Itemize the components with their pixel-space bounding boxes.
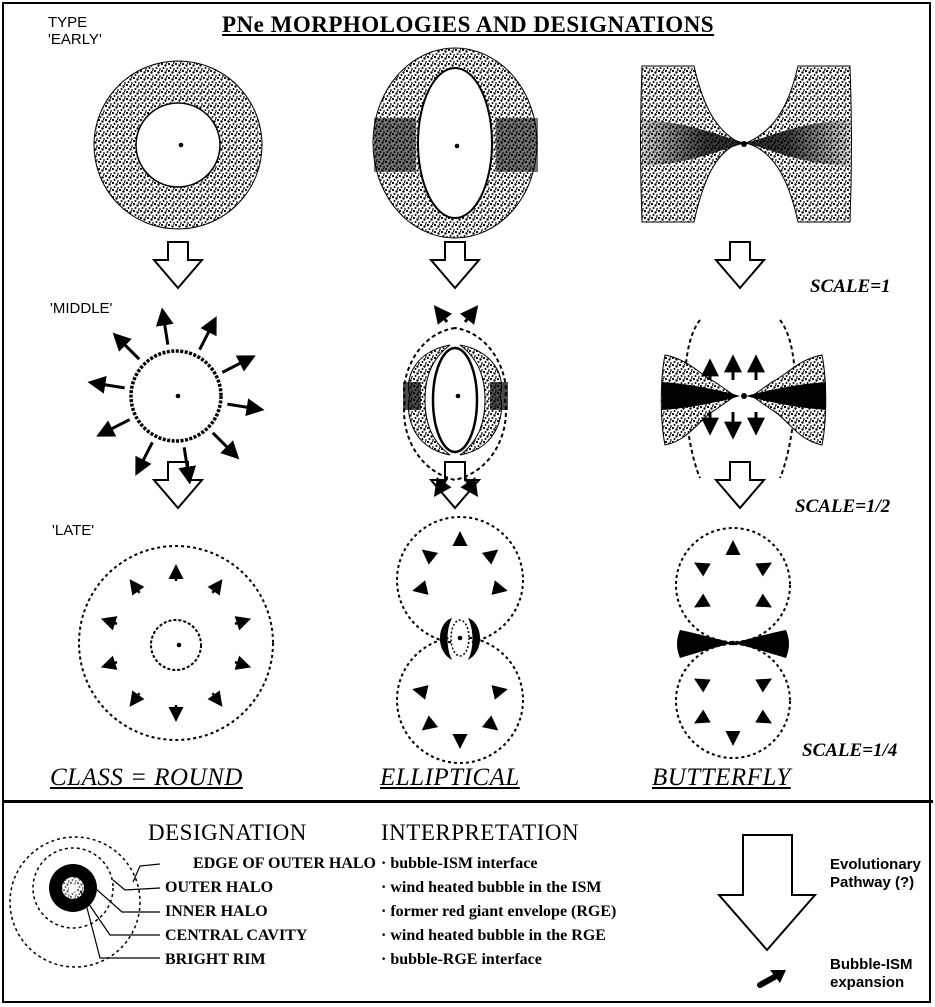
expansion-arrow-icon — [415, 690, 425, 692]
expansion-arrow-icon — [697, 680, 706, 685]
expansion-arrow-icon — [761, 680, 770, 685]
designation-row-3: INNER HALO — [165, 903, 268, 921]
expansion-arrow-icon — [697, 601, 706, 606]
radial-arrow-icon — [163, 311, 168, 345]
evolution-arrow-icon — [431, 462, 479, 508]
butterfly-late-nebula — [676, 528, 790, 758]
stage-label-late: 'LATE' — [52, 522, 94, 539]
diagram-title: PNe MORPHOLOGIES AND DESIGNATIONS — [222, 12, 714, 38]
expansion-arrow-icon — [235, 662, 248, 666]
butterfly-early-nebula — [641, 66, 852, 222]
interpretation-row-4: · wind heated bubble in the RGE — [381, 927, 606, 945]
radial-arrow-icon — [200, 319, 215, 349]
expansion-arrow-icon — [212, 582, 220, 593]
expansion-arrow-icon — [495, 588, 505, 590]
designation-row-4: CENTRAL CAVITY — [165, 927, 307, 945]
designation-row-5: BRIGHT RIM — [165, 951, 266, 969]
evolution-arrow-icon — [431, 242, 479, 288]
evolution-arrow-icon — [716, 242, 764, 288]
expansion-arrow-icon — [212, 693, 220, 704]
expansion-arrow-icon — [415, 588, 425, 590]
expansion-arrow-icon — [697, 717, 706, 722]
legend-pathway-arrow-icon — [719, 835, 815, 950]
expansion-arrow-icon — [761, 717, 770, 722]
expansion-arrow-icon — [131, 693, 139, 704]
interpretation-header: INTERPRETATION — [381, 820, 579, 846]
radial-arrow-icon — [115, 335, 139, 359]
designation-row-2: OUTER HALO — [165, 879, 273, 897]
radial-arrow-icon — [227, 404, 261, 409]
expansion-label: Bubble-ISM expansion — [830, 956, 913, 992]
scale-label-1: SCALE=1 — [810, 276, 891, 298]
class-label-elliptical: ELLIPTICAL — [380, 764, 520, 792]
scale-label-2: SCALE=1/2 — [795, 496, 890, 518]
designation-row-1: EDGE OF OUTER HALO — [150, 855, 376, 873]
butterfly-middle-nebula — [661, 320, 826, 478]
evolution-arrow-icon — [716, 462, 764, 508]
expansion-arrow-icon — [488, 551, 496, 557]
pathway-label: Evolutionary Pathway (?) — [830, 856, 921, 892]
class-label-butterfly: BUTTERFLY — [652, 764, 791, 792]
expansion-arrow-icon — [761, 564, 770, 569]
stage-label-early: TYPE 'EARLY' — [48, 14, 102, 48]
interpretation-row-3: · former red giant envelope (RGE) — [381, 903, 616, 921]
legend-schematic — [10, 837, 160, 967]
radial-arrow-icon — [91, 383, 125, 388]
radial-arrow-icon — [222, 357, 252, 372]
expansion-arrow-icon — [761, 601, 770, 606]
radial-arrow-icon — [213, 433, 237, 457]
designation-header: DESIGNATION — [148, 820, 307, 846]
evolution-arrow-icon — [154, 462, 202, 508]
expansion-arrow-icon — [131, 582, 139, 593]
expansion-arrows — [104, 534, 770, 746]
expansion-arrow-icon — [235, 620, 248, 624]
interpretation-row-1: · bubble-ISM interface — [381, 855, 537, 873]
round-early-nebula — [94, 61, 262, 229]
expansion-arrow-icon — [495, 690, 505, 692]
expansion-arrow-icon — [104, 662, 117, 666]
expansion-arrow-icon — [104, 620, 117, 624]
interpretation-row-5: · bubble-RGE interface — [381, 951, 542, 969]
expansion-arrow-icon — [424, 551, 432, 557]
stage-label-middle: 'MIDDLE' — [50, 300, 112, 317]
section-divider — [2, 800, 933, 803]
expansion-arrow-icon — [697, 564, 706, 569]
evolution-arrow-icon — [154, 242, 202, 288]
elliptical-late-nebula — [397, 517, 523, 763]
class-label-round: CLASS = ROUND — [50, 764, 243, 792]
radial-arrow-icon — [137, 442, 152, 472]
round-middle-nebula — [91, 311, 261, 481]
interpretation-row-2: · wind heated bubble in the ISM — [381, 879, 602, 897]
radial-arrow-icon — [99, 420, 129, 435]
elliptical-early-nebula — [373, 48, 538, 238]
scale-label-3: SCALE=1/4 — [802, 740, 897, 762]
legend-expansion-arrow-icon — [760, 970, 786, 985]
expansion-arrow-icon — [424, 722, 432, 728]
expansion-arrow-icon — [488, 722, 496, 728]
